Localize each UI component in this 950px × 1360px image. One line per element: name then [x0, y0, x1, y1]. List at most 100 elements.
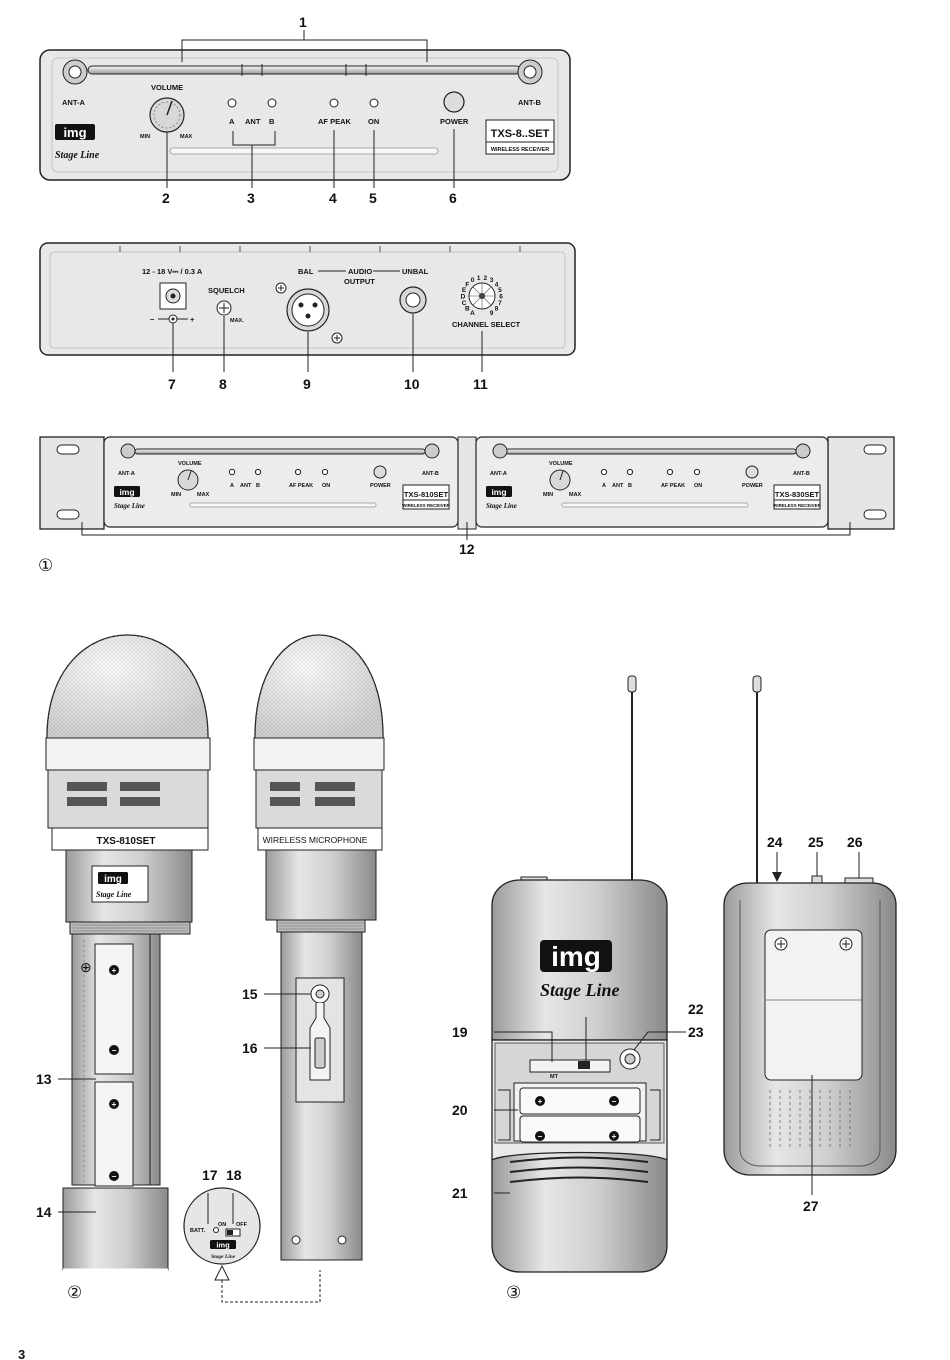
power-spec-label: 12 - 18 V⎓ / 0.3 A — [142, 267, 203, 276]
channel-letter: 0 — [471, 277, 475, 284]
svg-text:−: − — [612, 1097, 617, 1106]
svg-text:VOLUME: VOLUME — [178, 461, 202, 467]
callout-26: 26 — [847, 834, 863, 850]
callout-leaders-mic-closed — [264, 993, 311, 1049]
mic-sensitivity-switch[interactable] — [314, 1037, 326, 1069]
switch-on-label: ON — [218, 1222, 226, 1228]
svg-text:ANT-A: ANT-A — [490, 471, 507, 477]
dc-power-jack-icon[interactable] — [159, 282, 187, 310]
mic-gain-trimmer-icon[interactable] — [310, 984, 330, 1004]
svg-text:ANT-B: ANT-B — [422, 471, 439, 477]
svg-text:+: + — [612, 1132, 617, 1141]
svg-text:MIN: MIN — [543, 492, 553, 498]
led-ant-label: ANT — [245, 117, 261, 126]
svg-text:Stage Line: Stage Line — [114, 502, 145, 510]
callout-1-bracket — [181, 30, 428, 62]
figure-3-marker: ③ — [506, 1283, 521, 1302]
channel-select-rotary-icon[interactable] — [468, 282, 496, 310]
squelch-max-label: MAX. — [230, 318, 244, 324]
svg-text:+: + — [538, 1097, 543, 1106]
rack-right-model: TXS-830SET — [775, 490, 820, 499]
ant-a-connector-icon — [62, 59, 88, 85]
xlr-output-socket-icon[interactable] — [286, 288, 330, 332]
svg-text:A: A — [602, 483, 606, 489]
channel-letter: 3 — [490, 277, 494, 284]
callout-leaders-front — [166, 129, 455, 188]
callout-25: 25 — [808, 834, 824, 850]
svg-text:+: + — [112, 1100, 117, 1109]
antenna-a-led — [227, 98, 237, 108]
callout-15: 15 — [242, 986, 258, 1002]
mic-side-text: WIRELESS MICROPHONE — [263, 835, 368, 845]
output-label: OUTPUT — [344, 277, 375, 286]
callout-20: 20 — [452, 1102, 468, 1118]
svg-text:ANT-B: ANT-B — [793, 471, 810, 477]
svg-text:ANT: ANT — [612, 483, 624, 489]
svg-text:⊕: ⊕ — [80, 959, 92, 975]
ant-a-label: ANT-A — [62, 98, 85, 107]
svg-text:MIN: MIN — [171, 492, 181, 498]
svg-text:ON: ON — [322, 483, 330, 489]
svg-text:POWER: POWER — [742, 483, 763, 489]
brand-name: Stage Line — [55, 150, 100, 161]
antenna-b-led — [267, 98, 277, 108]
callout-11: 11 — [473, 376, 488, 392]
channel-select-label: CHANNEL SELECT — [452, 320, 521, 329]
channel-letter: 1 — [477, 275, 481, 282]
bal-label: BAL — [298, 267, 314, 276]
svg-text:img: img — [63, 125, 86, 140]
bodypack-gain-trimmer-icon[interactable] — [619, 1048, 641, 1070]
belt-clip[interactable] — [764, 929, 863, 1081]
channel-letter: E — [462, 287, 467, 294]
channel-letter: F — [465, 281, 469, 288]
rack-left-model: TXS-810SET — [404, 490, 449, 499]
callout-7: 7 — [168, 376, 176, 392]
callout-24: 24 — [767, 834, 783, 850]
svg-text:Stage Line: Stage Line — [486, 502, 517, 510]
bodypack-switch[interactable] — [578, 1061, 590, 1069]
squelch-trimmer-icon[interactable] — [216, 300, 232, 316]
callout-14: 14 — [36, 1204, 52, 1220]
callout-12-bracket — [81, 522, 851, 540]
brand-logo: img — [55, 124, 95, 140]
svg-text:ON: ON — [694, 483, 702, 489]
unbalanced-jack-socket-icon[interactable] — [399, 286, 427, 314]
mt-label: MT — [550, 1074, 559, 1080]
model-plate — [485, 119, 555, 155]
xlr-screw-icon — [275, 282, 343, 344]
channel-letter: 5 — [498, 287, 502, 294]
callout-9: 9 — [303, 376, 311, 392]
volume-min-label: MIN — [140, 134, 150, 140]
channel-letter: 4 — [495, 281, 499, 288]
switch-detail-circle: BATT. ON OFF img Stage Line — [183, 1187, 261, 1265]
receiver-front-panel: ANT-A ANT-B VOLUME MIN MAX img Stage Lin… — [39, 49, 571, 181]
ant-b-connector-icon — [517, 59, 543, 85]
callout-1: 1 — [299, 14, 307, 30]
callout-16: 16 — [242, 1040, 258, 1056]
power-button[interactable] — [443, 91, 465, 113]
svg-text:Stage Line: Stage Line — [211, 1254, 236, 1260]
callout-12: 12 — [459, 541, 475, 557]
callout-22: 22 — [688, 1001, 704, 1017]
battery-led — [213, 1227, 219, 1233]
svg-text:B: B — [628, 483, 632, 489]
volume-knob-icon[interactable] — [149, 97, 185, 133]
callout-10: 10 — [404, 376, 420, 392]
clip-screw-icon — [774, 937, 853, 951]
svg-text:ANT-A: ANT-A — [118, 471, 135, 477]
callout-leaders-rear — [172, 314, 483, 372]
callout-17: 17 — [202, 1167, 218, 1183]
af-peak-label: AF PEAK — [318, 117, 352, 126]
audio-label: AUDIO — [348, 267, 372, 276]
svg-text:img: img — [119, 487, 134, 497]
svg-text:−: − — [538, 1132, 543, 1141]
svg-text:B: B — [256, 483, 260, 489]
model-label: TXS-8..SET — [491, 128, 550, 140]
on-led — [369, 98, 379, 108]
on-label: ON — [368, 117, 379, 126]
svg-text:−: − — [112, 1046, 117, 1055]
squelch-label: SQUELCH — [208, 286, 245, 295]
model-sub-label: WIRELESS RECEIVER — [491, 147, 549, 153]
channel-letter: 7 — [498, 300, 502, 307]
